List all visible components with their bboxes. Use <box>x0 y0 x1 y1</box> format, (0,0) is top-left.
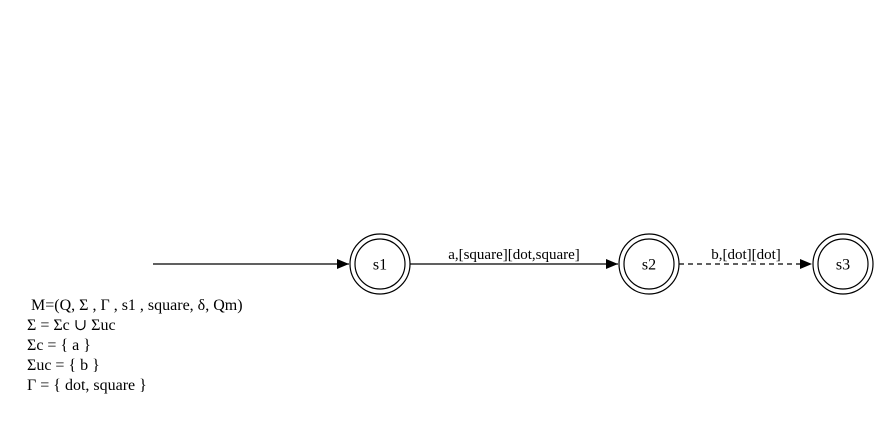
state-s2: s2 <box>618 233 680 295</box>
state-s1: s1 <box>349 233 411 295</box>
state-s3-label: s3 <box>836 257 850 274</box>
transition-s2-s3-label: b,[dot][dot] <box>711 247 781 263</box>
definition-line-uncontrollable: Σuc = { b } <box>27 357 100 374</box>
definition-line-gamma: Γ = { dot, square } <box>27 377 147 394</box>
transition-s1-s2-label: a,[square][dot,square] <box>448 247 580 263</box>
state-s1-label: s1 <box>373 257 387 274</box>
state-s2-label: s2 <box>642 257 656 274</box>
definition-line-alphabet: Σ = Σc ∪ Σuc <box>27 317 116 334</box>
definition-line-tuple: M=(Q, Σ , Γ , s1 , square, δ, Qm) <box>31 297 243 314</box>
definition-line-controllable: Σc = { a } <box>27 337 91 354</box>
machine-definition: M=(Q, Σ , Γ , s1 , square, δ, Qm) Σ = Σc… <box>27 297 243 394</box>
state-s3: s3 <box>812 233 874 295</box>
